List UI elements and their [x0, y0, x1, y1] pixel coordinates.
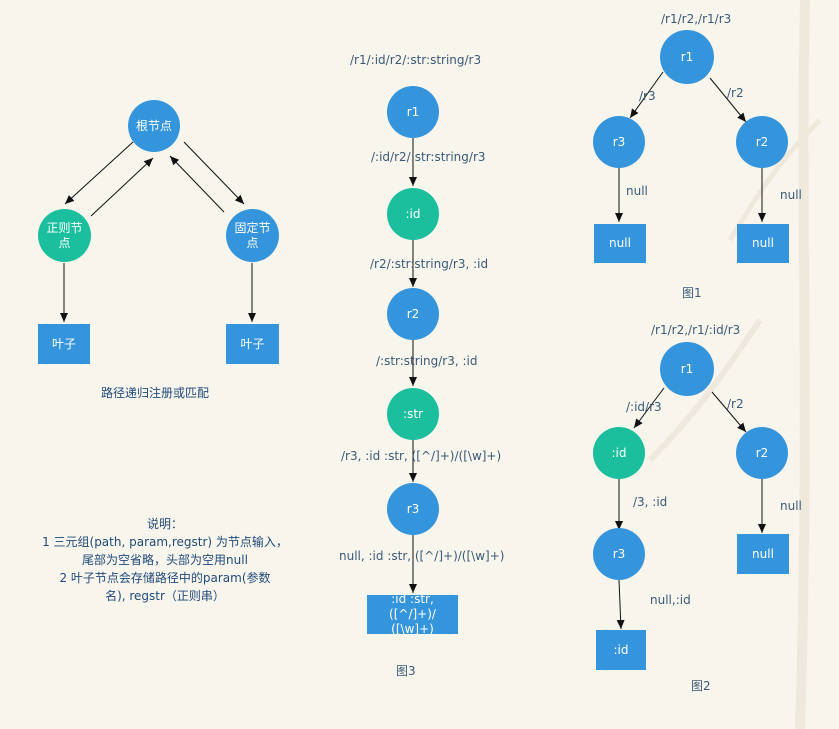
fig2-edge-label-right: /r2 [727, 397, 744, 411]
fig2-leaf-left-label: :id [613, 642, 629, 657]
fig3-leaf-line-1: :id :str, ([^/]+)/ [389, 592, 436, 621]
note-line-2: 尾部为空省略，头部为空用null [82, 553, 248, 567]
fig1-leaf-left-label: null [609, 236, 631, 250]
fig2-edge-label-left-down: /3, :id [633, 495, 668, 509]
fig3-caption: 图3 [396, 664, 416, 678]
note-line-3: 2 叶子节点会存储路径中的param(参数 [59, 571, 271, 585]
fig1-node-r3: r3 [593, 116, 645, 168]
fig2-node-r3-label: r3 [612, 546, 626, 561]
fig2-node-r1: r1 [660, 342, 714, 396]
fig2-node-r2: r2 [736, 427, 788, 479]
fig3-edge-label-4: /r3, :id :str, ([^/]+)/([\w]+) [341, 449, 502, 463]
fig3-node-r2: r2 [387, 288, 439, 340]
note-line-4: 名), regstr（正则串） [105, 589, 225, 603]
bamboo-decoration [647, 0, 822, 729]
fig2-edge-label-right-down: null [780, 499, 802, 513]
fig3-node-str: :str [387, 388, 439, 440]
fig2-edge-right [711, 391, 747, 433]
fig3-node-r3-label: r3 [406, 501, 420, 516]
fig2-leaf-left: :id [596, 630, 646, 670]
fig3-leaf-line-2: ([\w]+) [391, 622, 434, 636]
regex-node: 正则节点 [38, 209, 91, 262]
fig3-edge-label-2: /r2/:str:string/r3, :id [370, 257, 489, 271]
edge-root-to-regex [64, 141, 134, 205]
fig3-node-r1-label: r1 [406, 104, 420, 119]
fig3-node-id: :id [387, 188, 439, 240]
left-caption: 路径递归注册或匹配 [101, 386, 210, 400]
fig1-edge-right [709, 77, 747, 123]
fig3-node-id-label: :id [405, 206, 421, 221]
fig2-caption: 图2 [691, 679, 711, 693]
root-node-label: 根节点 [135, 118, 172, 133]
fig1-node-r1: r1 [660, 30, 714, 84]
fig2-top-label: /r1/r2,/r1/:id/r3 [651, 323, 741, 337]
fig2-edge-label-mid-down: null,:id [650, 593, 691, 607]
fig2-node-id-label: :id [611, 445, 627, 460]
fixed-node-label: 固定节点 [234, 220, 271, 250]
fig1-leaf-right-label: null [752, 236, 774, 250]
fig1-node-r2: r2 [736, 116, 788, 168]
fig2-edge-mid-down [616, 579, 625, 630]
note-title: 说明： [146, 517, 183, 531]
fig1-edge-label-right-down: null [780, 188, 802, 202]
fig1-caption: 图1 [682, 286, 702, 300]
fig3-node-str-label: :str [403, 406, 423, 421]
fig1-node-r2-label: r2 [755, 134, 769, 149]
fig1-top-label: /r1/r2,/r1/r3 [661, 12, 732, 26]
fig3-edge-label-3: /:str:string/r3, :id [376, 354, 478, 368]
fig2-leaf-right: null [737, 534, 789, 574]
fig1-leaf-left: null [594, 224, 646, 263]
fig3-top-label: /r1/:id/r2/:str:string/r3 [350, 53, 482, 67]
root-node: 根节点 [128, 100, 180, 152]
leaf-right: 叶子 [226, 324, 279, 364]
fig1-leaf-right: null [737, 224, 789, 263]
fig3-node-r3: r3 [387, 483, 439, 535]
fig2-edge-left [633, 387, 665, 429]
fig2-edge-label-left: /:id/r3 [626, 400, 662, 414]
fig1-edge-label-left-down: null [626, 184, 648, 198]
fig3-edge-label-1: /:id/r2/:str:string/r3 [371, 150, 486, 164]
fig1-edge-label-right: /r2 [727, 86, 744, 100]
fig2-node-id: :id [593, 427, 645, 479]
fig1-edge-left [629, 71, 664, 119]
fig3-leaf: :id :str, ([^/]+)/ ([\w]+) [367, 592, 458, 636]
fig2-node-r2-label: r2 [755, 445, 769, 460]
fig1-node-r1-label: r1 [680, 49, 694, 64]
fig3-node-r1: r1 [387, 86, 439, 138]
fig1-edge-label-left: /r3 [639, 89, 656, 103]
note-block: 说明： 1 三元组(path, param,regstr) 为节点输入， 尾部为… [30, 515, 300, 605]
fig3-edge-label-5: null, :id :str, ([^/]+)/([\w]+) [339, 549, 505, 563]
fig2-leaf-right-label: null [752, 546, 774, 561]
leaf-left: 叶子 [38, 324, 90, 364]
edge-root-to-fixed [183, 141, 245, 205]
edge-fixed-to-root [169, 155, 225, 213]
fig2-node-r3: r3 [593, 528, 645, 580]
note-line-1: 1 三元组(path, param,regstr) 为节点输入， [42, 535, 288, 549]
fig2-node-r1-label: r1 [680, 361, 694, 376]
leaf-right-label: 叶子 [240, 336, 265, 351]
fig1-node-r3-label: r3 [612, 134, 626, 149]
fig3-node-r2-label: r2 [406, 306, 420, 321]
leaf-left-label: 叶子 [51, 336, 76, 351]
regex-node-label: 正则节点 [46, 220, 83, 250]
fixed-node: 固定节点 [226, 209, 279, 262]
edge-regex-to-root [90, 157, 154, 217]
